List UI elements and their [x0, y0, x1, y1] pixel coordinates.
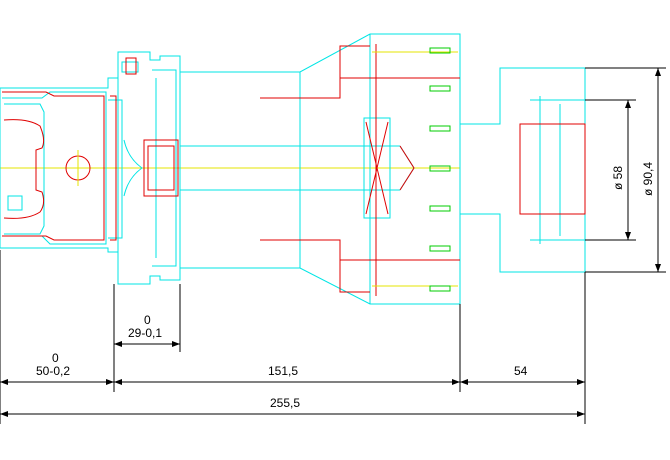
taper-tolerance-upper: 0 — [52, 351, 59, 365]
inner-diameter-label: ø 58 — [611, 166, 625, 190]
dim-flange-width — [114, 341, 180, 347]
taper-shank — [0, 77, 123, 253]
main-body — [179, 33, 461, 305]
body-hidden-lines — [260, 44, 460, 296]
dim-outer-diameter — [655, 68, 661, 272]
nut-hidden-lines — [519, 123, 586, 215]
outer-diameter-label: ø 90,4 — [641, 162, 655, 196]
body-length-label: 151,5 — [268, 364, 298, 378]
overall-length-label: 255,5 — [270, 396, 300, 410]
dim-overall — [0, 411, 585, 417]
taper-hidden-lines — [2, 91, 117, 241]
taper-nominal: 50 — [36, 364, 50, 378]
flange-hidden-lines — [125, 57, 179, 197]
taper-length-label: 50-0,2 — [36, 364, 70, 378]
flange — [117, 51, 181, 285]
flange-width-label: 29-0,1 — [128, 326, 162, 340]
flange-tolerance-lower: -0,1 — [141, 326, 162, 340]
flange-nominal: 29 — [128, 326, 142, 340]
clamping-nut — [459, 67, 586, 273]
collet-slots — [372, 47, 458, 292]
extension-lines — [0, 67, 666, 424]
nut-length-label: 54 — [514, 364, 528, 378]
flange-tolerance-upper: 0 — [144, 313, 151, 327]
dim-row — [0, 379, 585, 385]
taper-tolerance-lower: -0,2 — [49, 364, 70, 378]
dim-inner-diameter — [625, 100, 631, 240]
